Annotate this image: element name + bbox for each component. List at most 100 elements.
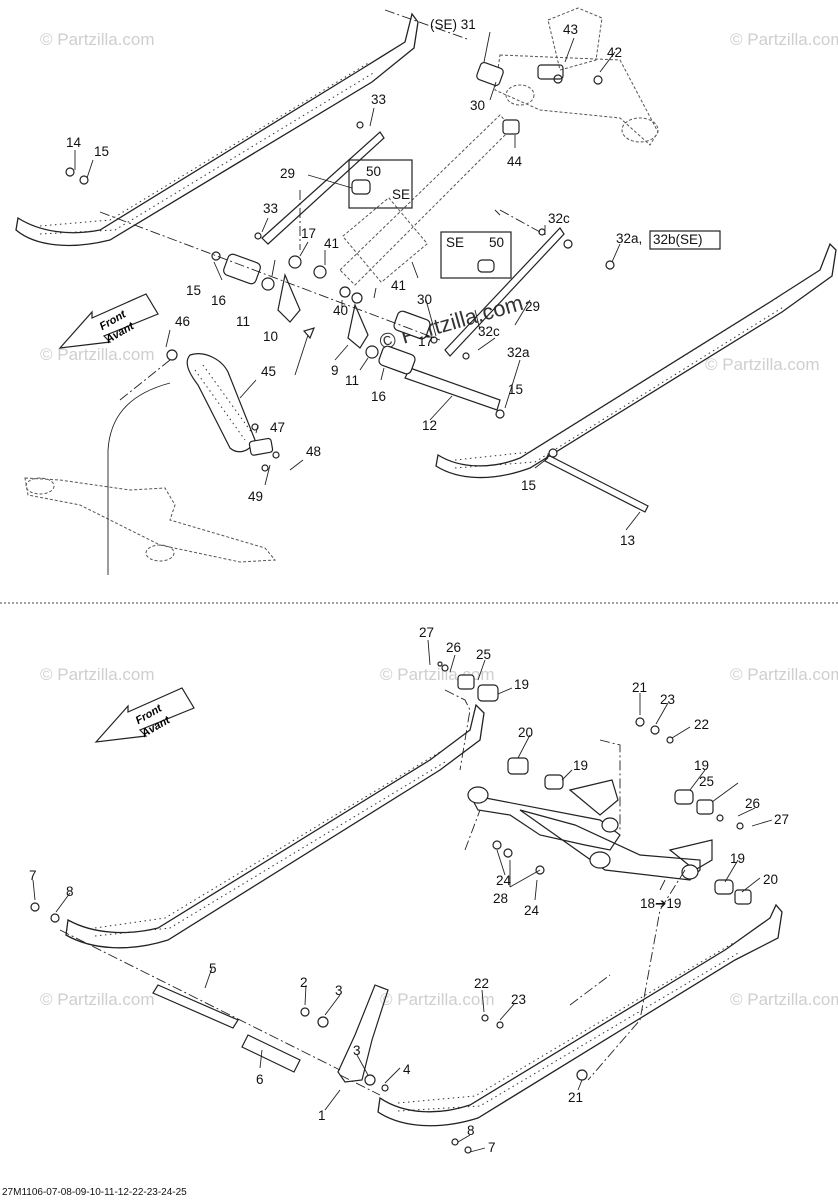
right-rail-bottom (377, 903, 783, 1127)
callout-32b-se: 32b(SE) (653, 232, 703, 247)
rear-arm-bottom (467, 779, 713, 881)
callout-44: 44 (507, 154, 523, 169)
callout-32c: 32c (548, 211, 570, 226)
callout-47: 47 (270, 420, 285, 435)
watermark: © Partzilla.com (40, 345, 155, 364)
watermark: © Partzilla.com (730, 990, 838, 1009)
watermark: © Partzilla.com (40, 990, 155, 1009)
callout-30: 30 (417, 292, 432, 307)
callout-18-19: 18➔19 (640, 896, 681, 911)
callout-1: 1 (318, 1108, 326, 1123)
callout-11: 11 (345, 373, 359, 388)
callout-24: 24 (496, 873, 512, 888)
callout-27: 27 (419, 625, 434, 640)
callout-9: 9 (331, 363, 339, 378)
callout-19: 19 (730, 851, 745, 866)
callout-42: 42 (607, 45, 622, 60)
callout-24: 24 (524, 903, 540, 918)
watermark: © Partzilla.com (730, 30, 838, 49)
leaders-bottom (32, 639, 773, 1153)
callout-30: 30 (470, 98, 485, 113)
callout-15: 15 (521, 478, 536, 493)
callout-29: 29 (280, 166, 295, 181)
callout-20: 20 (518, 725, 533, 740)
callout-16: 16 (371, 389, 386, 404)
callout-32a: 32a (507, 345, 530, 360)
rods-top (65, 61, 649, 513)
callout-29: 29 (525, 299, 540, 314)
callout-50: 50 (366, 164, 381, 179)
callout-48: 48 (306, 444, 321, 459)
front-direction-arrow-bottom: Front Avant (94, 687, 195, 743)
callout-8: 8 (66, 884, 74, 899)
callout-23: 23 (511, 992, 526, 1007)
watermark: © Partzilla.com (705, 355, 820, 374)
callout-25: 25 (699, 774, 714, 789)
callout-49: 49 (248, 489, 263, 504)
callout-19: 19 (694, 758, 709, 773)
centerlines-bottom (59, 689, 686, 1096)
arrow-head-icon (302, 327, 316, 340)
callout-27: 27 (774, 812, 789, 827)
callout-10: 10 (263, 329, 278, 344)
watermark: © Partzilla.com (40, 665, 155, 684)
callout-5: 5 (209, 961, 217, 976)
callout-22: 22 (474, 976, 489, 991)
callout-12: 12 (422, 418, 437, 433)
callout-15: 15 (508, 382, 523, 397)
callout-3: 3 (335, 983, 343, 998)
watermark: © Partzilla.com (380, 665, 495, 684)
callout-21: 21 (632, 680, 647, 695)
callout-6: 6 (256, 1072, 264, 1087)
callout-32a: 32a, (616, 231, 642, 246)
callout-11: 11 (236, 314, 250, 329)
watermarks: © Partzilla.com © Partzilla.com © Partzi… (40, 30, 838, 1009)
callout-19: 19 (514, 677, 529, 692)
callout-41: 41 (324, 236, 339, 251)
callout-17: 17 (301, 226, 316, 241)
callout-23: 23 (660, 692, 675, 707)
callout-43: 43 (563, 22, 578, 37)
callout-17: 17 (418, 334, 433, 349)
rear-arm-assembly-top (494, 7, 659, 146)
callout-15: 15 (94, 144, 109, 159)
callout-3: 3 (353, 1043, 361, 1058)
diagram-code: 27M1106-07-08-09-10-11-12-22-23-24-25 (2, 1187, 187, 1198)
callout-26: 26 (745, 796, 760, 811)
front-direction-arrow-top: Front Avant (58, 293, 159, 349)
callout-32c: 32c (478, 324, 500, 339)
callout-28: 28 (493, 891, 508, 906)
callout-20: 20 (763, 872, 778, 887)
callout-25: 25 (476, 647, 491, 662)
callout-21: 21 (568, 1090, 583, 1105)
callout-8: 8 (467, 1123, 475, 1138)
left-rail-bottom (65, 703, 485, 949)
left-rail-top (15, 12, 419, 247)
callout-50: 50 (489, 235, 504, 250)
bushings-bottom (30, 661, 752, 1154)
callout-numbers: 14 15 33 29 33 (SE) 31 43 42 30 44 50 SE… (29, 17, 789, 1155)
callout-31: (SE) 31 (430, 17, 476, 32)
callout-15: 15 (186, 283, 201, 298)
front-shock (186, 353, 274, 456)
callout-4: 4 (403, 1062, 411, 1077)
callout-33: 33 (263, 201, 278, 216)
callout-33: 33 (371, 92, 386, 107)
callout-7: 7 (29, 868, 37, 883)
assembly-arrow (294, 334, 309, 376)
callout-7: 7 (488, 1140, 496, 1155)
watermark: © Partzilla.com (730, 665, 838, 684)
callout-45: 45 (261, 364, 276, 379)
callout-19: 19 (573, 758, 588, 773)
callout-22: 22 (694, 717, 709, 732)
pins-bottom (152, 984, 389, 1083)
se-label: SE (392, 187, 410, 202)
callout-2: 2 (300, 975, 308, 990)
watermark: © Partzilla.com (380, 990, 495, 1009)
callout-46: 46 (175, 314, 190, 329)
centerlines-top (99, 9, 541, 401)
callout-40: 40 (333, 303, 348, 318)
callout-14: 14 (66, 135, 82, 150)
se-callout-boxes (348, 64, 721, 279)
